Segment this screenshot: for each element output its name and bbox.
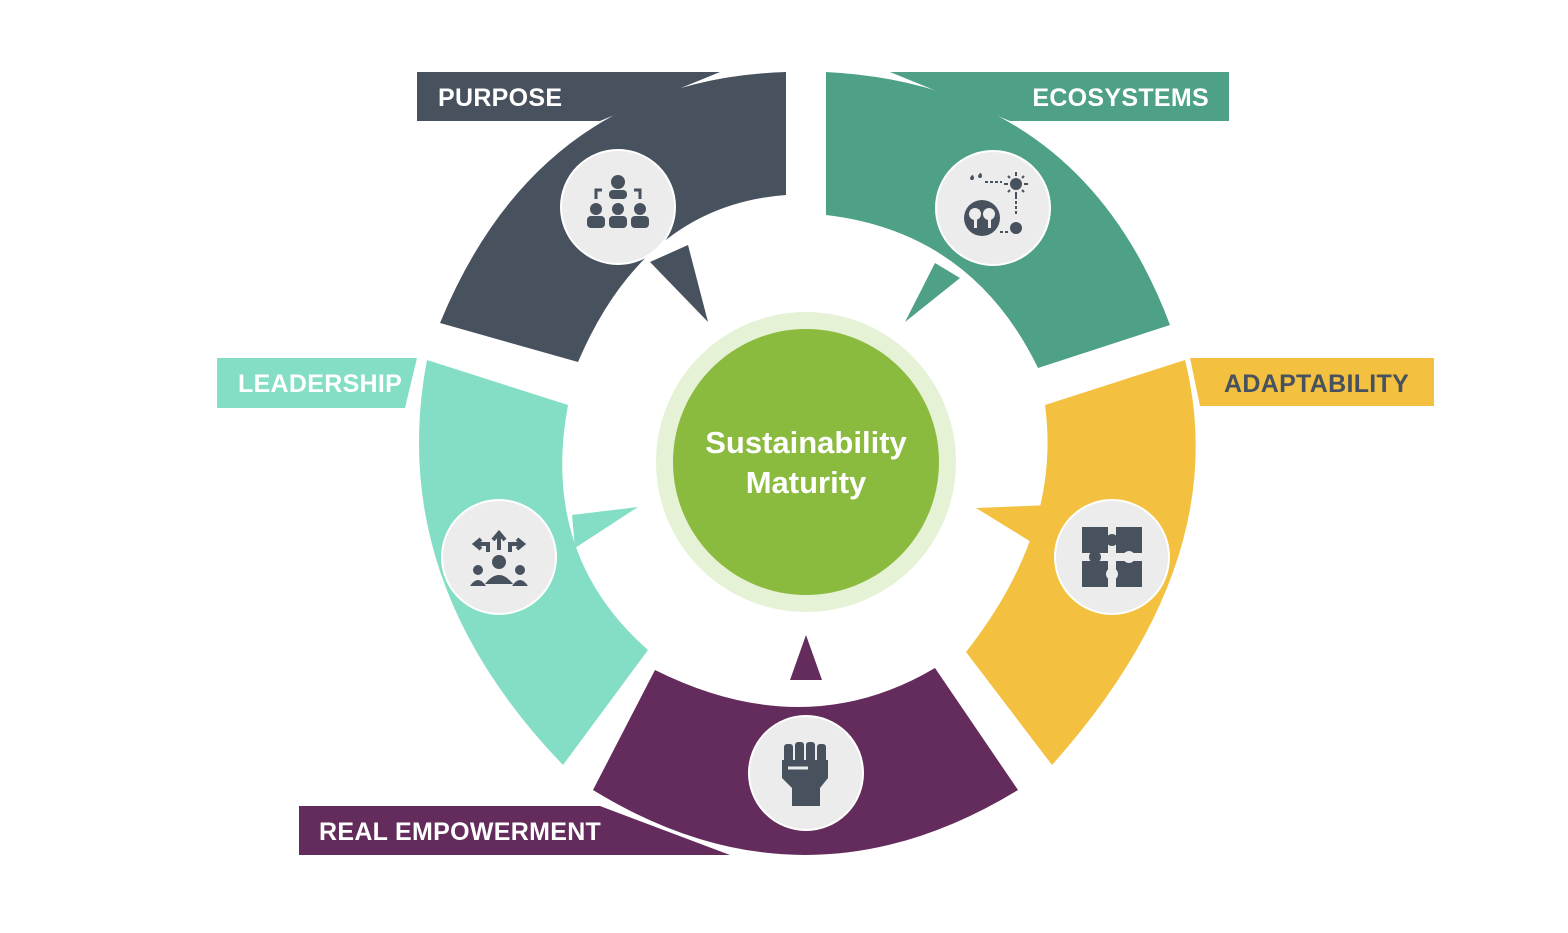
segment-leadership: LEADERSHIP [217, 358, 648, 765]
label-adaptability: ADAPTABILITY [1224, 370, 1409, 398]
label-bar-leadership [217, 358, 417, 408]
label-leadership: LEADERSHIP [238, 370, 402, 398]
pointer-adaptability [976, 505, 1050, 545]
segment-real-empowerment: REAL EMPOWERMENT [299, 635, 1018, 855]
label-bar-ecosystems [890, 72, 1229, 121]
icon-circle-adaptability [1054, 499, 1170, 615]
leader-directions-icon [470, 529, 528, 586]
pointer-real-empowerment [790, 635, 822, 680]
center-hub: Sustainability Maturity [656, 312, 956, 612]
pointer-ecosystems [905, 263, 960, 322]
pointer-purpose [650, 245, 708, 322]
segment-purpose: PURPOSE [417, 72, 786, 362]
org-chart-team-icon [587, 175, 649, 228]
segment-adaptability: ADAPTABILITY [966, 358, 1434, 765]
raised-fist-icon [782, 742, 828, 806]
label-ecosystems: ECOSYSTEMS [1032, 84, 1209, 112]
center-circle [673, 329, 939, 595]
label-bar-real-empowerment [299, 806, 730, 855]
puzzle-pieces-icon [1082, 527, 1142, 587]
label-bar-purpose [417, 72, 720, 121]
label-bar-adaptability [1190, 358, 1434, 406]
center-title-line1: Sustainability [705, 425, 907, 460]
center-title-line2: Maturity [746, 465, 867, 500]
label-real-empowerment: REAL EMPOWERMENT [319, 818, 601, 846]
label-purpose: PURPOSE [438, 84, 562, 112]
segment-ecosystems: ECOSYSTEMS [826, 72, 1229, 368]
trees-water-sun-icon [964, 172, 1028, 236]
pointer-leadership [572, 507, 638, 548]
